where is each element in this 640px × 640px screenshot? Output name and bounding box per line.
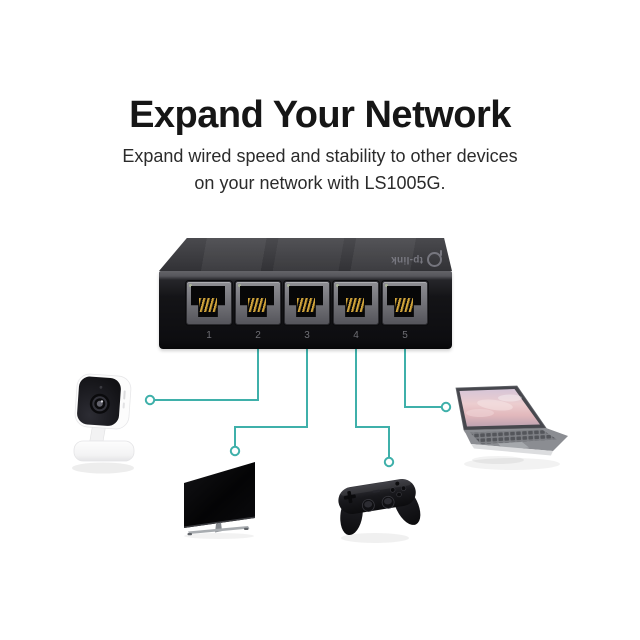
port-led-icon (336, 284, 339, 287)
security-camera-icon (70, 365, 150, 485)
ethernet-port-4 (333, 281, 379, 325)
port-led-icon (385, 284, 388, 287)
connection-line-tv (234, 346, 308, 446)
gold-pins (395, 298, 413, 312)
connection-line-controller (355, 346, 390, 457)
ethernet-port-2 (235, 281, 281, 325)
tv-icon (180, 455, 270, 545)
connection-line-camera (154, 346, 259, 401)
tp-link-logo: tp-link (380, 251, 442, 268)
port-led-icon (238, 284, 241, 287)
connector-node-tv (229, 445, 241, 457)
game-controller-icon (328, 470, 428, 555)
port-label-4: 4 (353, 330, 359, 341)
tp-link-logo-icon (427, 252, 442, 267)
page-title: Expand Your Network (129, 94, 511, 136)
ethernet-port-5 (382, 281, 428, 325)
laptop-icon (440, 365, 575, 490)
page-subtitle: Expand wired speed and stability to othe… (122, 146, 518, 193)
port-led-icon (287, 284, 290, 287)
ethernet-port-3 (284, 281, 330, 325)
gold-pins (297, 298, 315, 312)
network-switch: 1 2 3 4 5 (159, 271, 452, 349)
switch-top-panel (159, 238, 452, 271)
gold-pins (199, 298, 217, 312)
gold-pins (346, 298, 364, 312)
gold-pins (248, 298, 266, 312)
port-label-2: 2 (255, 330, 261, 341)
port-label-3: 3 (304, 330, 310, 341)
brand-text: tp-link (390, 254, 423, 265)
port-label-5: 5 (402, 330, 408, 341)
port-led-icon (189, 284, 192, 287)
connection-line-laptop (404, 346, 441, 408)
ethernet-port-1 (186, 281, 232, 325)
port-label-1: 1 (206, 330, 212, 341)
connector-node-controller (383, 456, 395, 468)
